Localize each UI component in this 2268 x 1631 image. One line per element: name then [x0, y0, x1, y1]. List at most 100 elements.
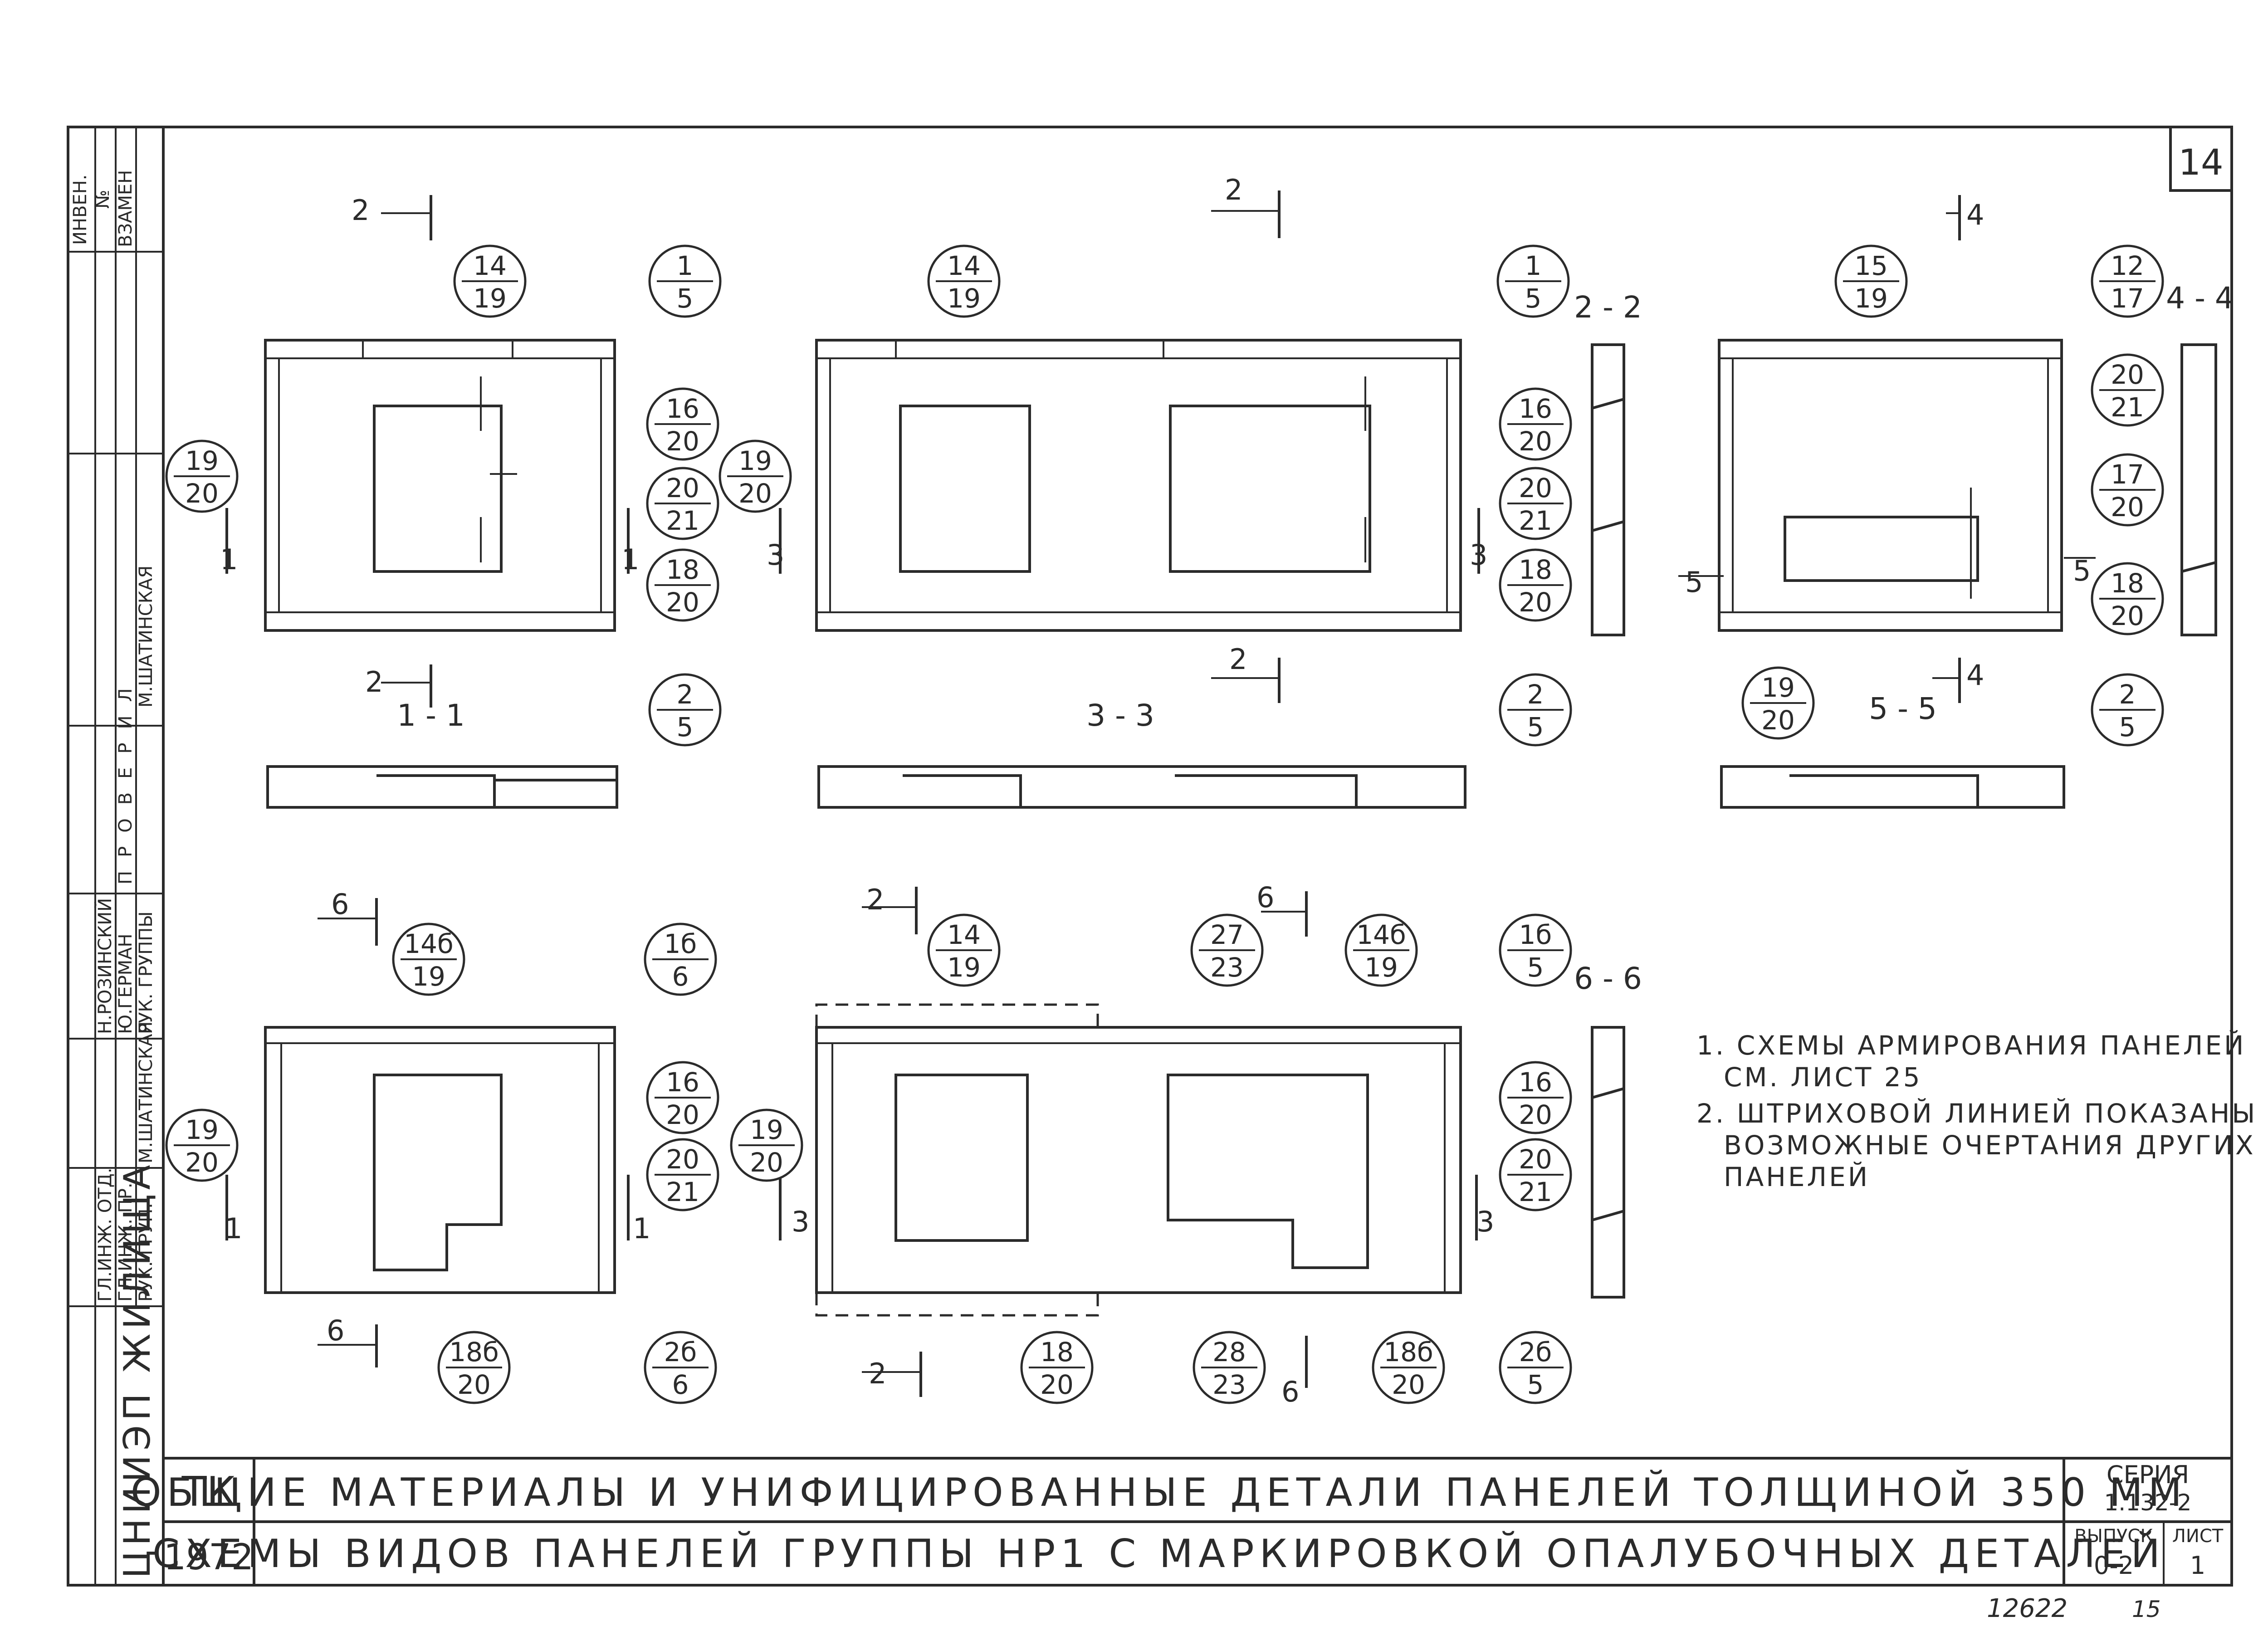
title-year: 1972 — [164, 1537, 254, 1578]
mark-numerator: 17 — [2111, 459, 2144, 490]
mark-numerator: 14 — [947, 919, 981, 950]
list-label: ЛИСТ — [2172, 1526, 2224, 1547]
mark-numerator: 18 — [1519, 554, 1552, 585]
cut-label-2: 2 — [352, 194, 369, 227]
mark-denominator: 17 — [2111, 283, 2144, 314]
mark-numerator: 14 — [473, 250, 507, 281]
mark-numerator: 18б — [1383, 1337, 1433, 1367]
cut-label-2: 2 — [869, 1357, 886, 1390]
mark-numerator: 2б — [1519, 1337, 1552, 1367]
stamp-ruk-grup-2: РУК. ГРУП. — [136, 1203, 156, 1302]
mark-denominator: 20 — [185, 1147, 219, 1178]
section-title-3-3: 3 - 3 — [1086, 698, 1154, 733]
section-3-3-profile — [817, 765, 1466, 809]
mark-denominator: 20 — [750, 1147, 783, 1178]
mark-numerator: 2б — [664, 1337, 697, 1367]
mark-denominator: 20 — [666, 1099, 699, 1130]
mark-denominator: 20 — [666, 426, 699, 457]
mark-callout: 25 — [1499, 673, 1572, 747]
mark-callout: 15 — [648, 244, 722, 318]
section-title-2-2: 2 - 2 — [1574, 290, 1642, 325]
mark-denominator: 20 — [738, 478, 772, 509]
mark-denominator: 5 — [1527, 952, 1544, 983]
mark-numerator: 1б — [1519, 919, 1552, 950]
panel-1-cut-lines — [225, 195, 630, 708]
mark-denominator: 20 — [1392, 1369, 1425, 1400]
panel-2 — [815, 339, 1462, 632]
cut-label-2: 2 — [866, 883, 884, 916]
cut-label-5: 5 — [1685, 566, 1703, 599]
cut-labels: 2 2 1 1 2 2 3 3 4 4 5 5 6 6 1 1 2 6 2 6 … — [220, 173, 2091, 1408]
page-number: 14 — [2178, 142, 2223, 183]
cut-label-6: 6 — [1256, 881, 1274, 914]
mark-numerator: 27 — [1210, 919, 1244, 950]
cut-label-5: 5 — [2073, 554, 2091, 587]
notes: 1. СХЕМЫ АРМИРОВАНИЯ ПАНЕЛЕЙ СМ. ЛИСТ 25… — [1696, 1030, 2255, 1192]
mark-callout: 1б5 — [1499, 913, 1572, 987]
stamp-name-2: Ю.ГЕРМАН — [115, 933, 136, 1034]
stamp-shatinskaya-1: М.ШАТИНСКАЯ — [136, 566, 156, 708]
stamp-proveril: ПРОВЕРИЛ — [115, 674, 136, 884]
mark-denominator: 20 — [1519, 426, 1552, 457]
panel-4 — [264, 1026, 616, 1294]
mark-denominator: 19 — [1854, 283, 1888, 314]
cut-label-4: 4 — [1966, 198, 1984, 231]
mark-denominator: 20 — [457, 1369, 491, 1400]
seriya-label: СЕРИЯ — [2107, 1460, 2189, 1489]
title-block: ТК 1972 ОБЩИЕ МАТЕРИАЛЫ И УНИФИЦИРОВАННЫ… — [131, 1460, 2224, 1580]
mark-denominator: 20 — [1519, 587, 1552, 618]
mark-callout: 2б5 — [1499, 1331, 1572, 1404]
mark-denominator: 20 — [185, 478, 219, 509]
mark-numerator: 20 — [1519, 1144, 1552, 1175]
mark-numerator: 2 — [1527, 679, 1544, 710]
panel-4-cut-lines — [225, 898, 630, 1367]
section-title-6-6: 6 - 6 — [1574, 961, 1642, 996]
cut-label-6: 6 — [331, 888, 349, 921]
mark-denominator: 5 — [677, 283, 694, 314]
cut-label-3: 3 — [1470, 538, 1487, 571]
mark-denominator: 19 — [947, 283, 981, 314]
mark-denominator: 20 — [2111, 601, 2144, 631]
cut-label-4: 4 — [1966, 659, 1984, 692]
mark-denominator: 21 — [666, 505, 699, 536]
mark-callout: 2б6 — [644, 1331, 717, 1404]
mark-denominator: 5 — [1525, 283, 1542, 314]
stamp-name-3: М.ШАТИНСКАЯ — [136, 1021, 156, 1163]
mark-denominator: 20 — [666, 587, 699, 618]
mark-numerator: 20 — [666, 473, 699, 503]
mark-numerator: 20 — [666, 1144, 699, 1175]
mark-denominator: 21 — [1519, 505, 1552, 536]
panel-5-cut-lines — [779, 887, 1478, 1397]
panel-3 — [1718, 339, 2063, 632]
mark-numerator: 16 — [1519, 1067, 1552, 1098]
stamp-gl-inzh: ГЛ.ИНЖ. ОТД. — [95, 1167, 116, 1302]
mark-numerator: 28 — [1212, 1337, 1246, 1367]
section-title-5-5: 5 - 5 — [1869, 691, 1937, 726]
cut-label-2: 2 — [1225, 173, 1242, 206]
mark-callout: 15 — [1496, 244, 1570, 318]
stamp-ruk-grupp-1: РУК. ГРУППЫ — [136, 911, 156, 1034]
mark-denominator: 19 — [1364, 952, 1398, 983]
seriya-value: 1.132-2 — [2104, 1489, 2192, 1516]
mark-numerator: 18 — [666, 554, 699, 585]
list-value: 1 — [2190, 1551, 2205, 1580]
